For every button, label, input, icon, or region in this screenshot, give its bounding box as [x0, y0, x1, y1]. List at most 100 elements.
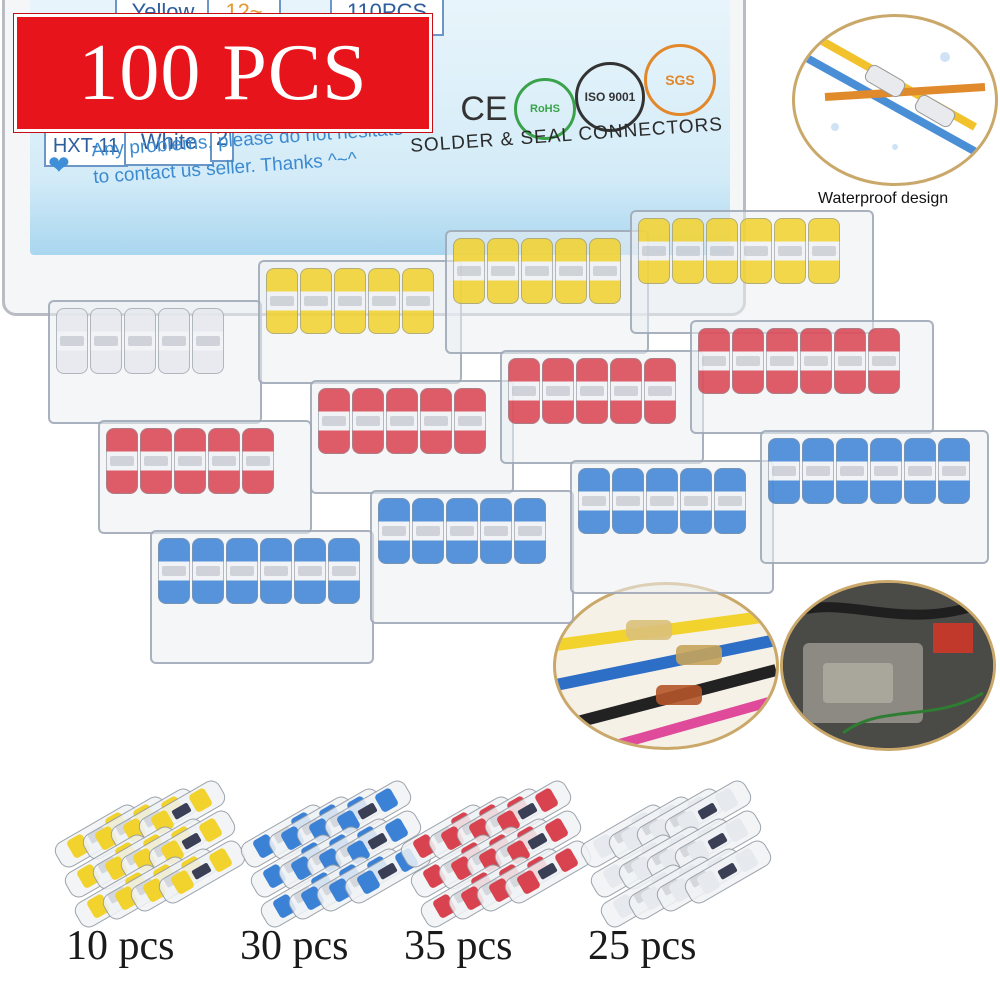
connector-tube: [638, 218, 670, 284]
solder-band: [778, 246, 802, 256]
connector-tube: [266, 268, 298, 334]
solder-band: [162, 336, 186, 346]
sleeve-ring: [543, 816, 570, 844]
connector-tube: [106, 428, 138, 494]
sleeve-ring: [197, 816, 224, 844]
waterproof-connectors-graphic: [803, 33, 987, 161]
solder-band: [212, 456, 236, 466]
connector-tube: [352, 388, 384, 454]
box-compartment: [258, 260, 462, 384]
connector-tube: [480, 498, 512, 564]
sleeve-ring: [383, 816, 410, 844]
connector-tube: [158, 308, 190, 374]
red-group-label: 35 pcs: [404, 923, 513, 969]
solder-band: [559, 266, 583, 276]
connector-tube: [260, 538, 292, 604]
connected-wires-graphic: [556, 609, 776, 747]
connector-tube: [610, 358, 642, 424]
engine-application-inset: [780, 580, 996, 751]
engine-bay-graphic: [783, 583, 993, 748]
solder-band: [806, 466, 830, 476]
sgs-seal-icon: SGS: [644, 44, 716, 116]
solder-band: [171, 802, 192, 820]
cert-sgs-text: SGS: [665, 72, 695, 88]
connector-tube: [800, 328, 832, 394]
sleeve-ring: [373, 786, 400, 814]
solder-band: [717, 862, 738, 880]
connector-tube: [514, 498, 546, 564]
solder-band: [707, 832, 728, 850]
solder-band: [416, 526, 440, 536]
sleeve-ring: [553, 846, 580, 874]
connector-tube: [124, 308, 156, 374]
solder-band: [382, 526, 406, 536]
solder-band: [718, 496, 742, 506]
solder-band: [424, 416, 448, 426]
solder-band: [840, 466, 864, 476]
solder-band: [332, 566, 356, 576]
connector-tube: [208, 428, 240, 494]
solder-band: [457, 266, 481, 276]
solder-band: [772, 466, 796, 476]
solder-band: [390, 416, 414, 426]
solder-band: [60, 336, 84, 346]
connector-tube: [774, 218, 806, 284]
sleeve-ring: [207, 846, 234, 874]
waterproof-caption: Waterproof design: [818, 190, 949, 207]
solder-band: [518, 526, 542, 536]
solder-band: [942, 466, 966, 476]
box-compartment: [570, 460, 774, 594]
solder-band: [270, 296, 294, 306]
connector-tube: [420, 388, 452, 454]
solder-band: [684, 496, 708, 506]
connector-tube: [768, 438, 800, 504]
solder-band: [162, 566, 186, 576]
sleeve-ring: [533, 786, 560, 814]
connector-tube: [904, 438, 936, 504]
connector-tube: [294, 538, 326, 604]
connector-tube: [706, 218, 738, 284]
clear-group-label: 25 pcs: [588, 923, 697, 969]
quantity-badge-text: 100 PCS: [78, 28, 368, 117]
box-compartment: [690, 320, 934, 434]
solder-band: [697, 802, 718, 820]
connector-tube: [328, 538, 360, 604]
solder-band: [144, 456, 168, 466]
connector-tube: [646, 468, 678, 534]
connected-wires-inset: [553, 582, 779, 750]
hearts-icon: ❤: [48, 150, 70, 180]
connector-tube: [56, 308, 88, 374]
connector-tube: [589, 238, 621, 304]
solder-band: [872, 356, 896, 366]
blue-connector-group: [237, 776, 435, 932]
sleeve-ring: [713, 786, 740, 814]
solder-band: [304, 296, 328, 306]
connector-tube: [802, 438, 834, 504]
solder-band: [450, 526, 474, 536]
connector-tube: [672, 218, 704, 284]
solder-band: [525, 266, 549, 276]
connector-tube: [766, 328, 798, 394]
solder-band: [642, 246, 666, 256]
table-cell-text: HXT-11: [52, 134, 120, 157]
box-compartment: [98, 420, 312, 534]
solder-band: [527, 832, 548, 850]
box-compartment: [48, 300, 262, 424]
connector-tube: [378, 498, 410, 564]
solder-band: [196, 336, 220, 346]
solder-band: [580, 386, 604, 396]
connector-tube: [808, 218, 840, 284]
solder-band: [744, 246, 768, 256]
connector-tube: [174, 428, 206, 494]
solder-band: [874, 466, 898, 476]
connector-tube: [368, 268, 400, 334]
iso-seal-icon: ISO 9001: [575, 62, 645, 132]
solder-band: [94, 336, 118, 346]
box-compartment: [760, 430, 989, 564]
solder-band: [702, 356, 726, 366]
connector-tube: [386, 388, 418, 454]
solder-band: [128, 336, 152, 346]
box-compartment: [630, 210, 874, 334]
box-compartment: [150, 530, 374, 664]
box-compartment: [445, 230, 649, 354]
